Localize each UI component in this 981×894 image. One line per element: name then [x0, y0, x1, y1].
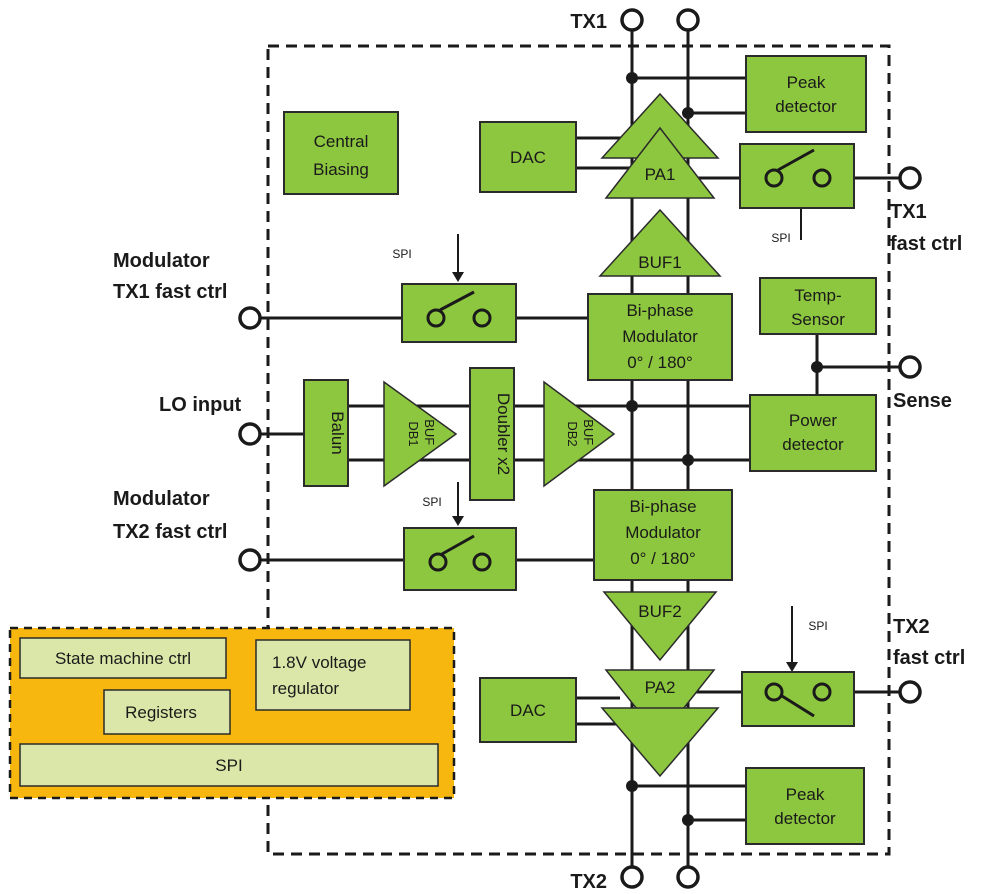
pins [238, 8, 922, 889]
state-machine-box [19, 637, 227, 679]
label-tx2-fast-2: fast ctrl [893, 647, 965, 669]
buf-db2-buffer: BUF DB2 [543, 380, 616, 488]
svg-text:Peak: Peak [786, 785, 825, 804]
state-machine-label: State machine ctrl [55, 649, 191, 668]
pin-tx1-top-right [676, 8, 700, 32]
tx1-fast-ctrl-switch [739, 143, 855, 209]
spi-box [19, 743, 439, 787]
svg-text:Bi-phase: Bi-phase [626, 301, 693, 320]
dac-bottom-block: DAC [479, 677, 577, 743]
pin-mod-tx1 [238, 306, 262, 330]
pin-tx2-fast-ctrl [898, 680, 922, 704]
registers-box [103, 689, 231, 735]
buf2-buffer: BUF2 [602, 591, 718, 662]
balun-block: Balun [303, 379, 349, 487]
svg-text:0° / 180°: 0° / 180° [627, 353, 693, 372]
pin-tx1-fast-ctrl [898, 166, 922, 190]
dac-top-block: DAC [479, 121, 577, 193]
junction-dots [626, 72, 823, 826]
voltage-regulator-box [255, 639, 411, 711]
label-tx2-bottom: TX2 [570, 871, 607, 893]
label-tx1-fast-1: TX1 [890, 201, 927, 223]
buf-db1-buffer: BUF DB1 [383, 380, 458, 488]
peak-detector-bottom-block: Peak detector [745, 767, 865, 845]
pin-mod-tx2 [238, 548, 262, 572]
label-tx2-fast-1: TX2 [893, 616, 930, 638]
svg-text:PA1: PA1 [645, 165, 676, 184]
svg-text:Bi-phase: Bi-phase [629, 497, 696, 516]
pin-tx2-bottom-right [676, 865, 700, 889]
spi-switch-tx2 [403, 527, 517, 591]
svg-text:detector: detector [774, 809, 836, 828]
pa1-amplifier: PA1 [600, 92, 720, 199]
buf1-buffer: BUF1 [598, 208, 722, 277]
spi-label-tx2: SPI [422, 495, 441, 509]
spi-switch-tx1 [401, 283, 517, 343]
label-mod-tx2-2: TX2 fast ctrl [113, 521, 227, 543]
central-biasing-block: Central Biasing [283, 111, 399, 195]
pin-tx1-top-left [620, 8, 644, 32]
label-tx1-fast-2: fast ctrl [890, 233, 962, 255]
control-panel: State machine ctrl 1.8V voltage regulato… [8, 626, 456, 800]
svg-text:DAC: DAC [510, 701, 546, 720]
pa2-amplifier: PA2 [600, 669, 720, 778]
temp-sensor-block: Temp- Sensor [759, 277, 877, 335]
svg-text:Modulator: Modulator [625, 523, 701, 542]
label-mod-tx2-1: Modulator [113, 488, 210, 510]
svg-text:Doubler x2: Doubler x2 [494, 393, 513, 475]
power-detector-block: Power detector [749, 394, 877, 472]
svg-text:Central: Central [314, 132, 369, 151]
label-tx1-top: TX1 [570, 11, 607, 33]
svg-text:Balun: Balun [328, 411, 347, 454]
pin-lo-input [238, 422, 262, 446]
svg-text:BUF DB1: BUF DB1 [406, 419, 437, 449]
svg-text:BUF2: BUF2 [638, 602, 681, 621]
label-sense: Sense [893, 390, 952, 412]
svg-text:BUF1: BUF1 [638, 253, 681, 272]
svg-text:Peak: Peak [787, 73, 826, 92]
svg-text:Sensor: Sensor [791, 310, 845, 329]
label-mod-tx1-2: TX1 fast ctrl [113, 281, 227, 303]
chip-boundary [266, 44, 891, 856]
svg-text:detector: detector [782, 435, 844, 454]
voltage-regulator-label-1: 1.8V voltage [272, 653, 367, 672]
biphase-modulator-top-block: Bi-phase Modulator 0° / 180° [587, 293, 733, 381]
tx2-fast-ctrl-switch [741, 671, 855, 727]
svg-text:Temp-: Temp- [794, 286, 841, 305]
svg-text:Power: Power [789, 411, 838, 430]
biphase-modulator-bottom-block: Bi-phase Modulator 0° / 180° [593, 489, 733, 581]
pin-sense [898, 355, 922, 379]
svg-text:detector: detector [775, 97, 837, 116]
svg-text:DAC: DAC [510, 148, 546, 167]
svg-text:Biasing: Biasing [313, 160, 369, 179]
label-mod-tx1-1: Modulator [113, 250, 210, 272]
peak-detector-top-block: Peak detector [745, 55, 867, 133]
label-lo-input: LO input [159, 394, 242, 416]
svg-text:0° / 180°: 0° / 180° [630, 549, 696, 568]
voltage-regulator-label-2: regulator [272, 679, 339, 698]
spi-label-tx1: SPI [392, 247, 411, 261]
pin-tx2-bottom-left [620, 865, 644, 889]
spi-label-tx2-fast: SPI [808, 619, 827, 633]
spi-label: SPI [215, 756, 242, 775]
svg-text:PA2: PA2 [645, 678, 676, 697]
svg-text:Modulator: Modulator [622, 327, 698, 346]
doubler-block: Doubler x2 [469, 367, 515, 501]
registers-label: Registers [125, 703, 197, 722]
spi-label-tx1-fast: SPI [771, 231, 790, 245]
svg-text:BUF DB2: BUF DB2 [565, 419, 596, 449]
